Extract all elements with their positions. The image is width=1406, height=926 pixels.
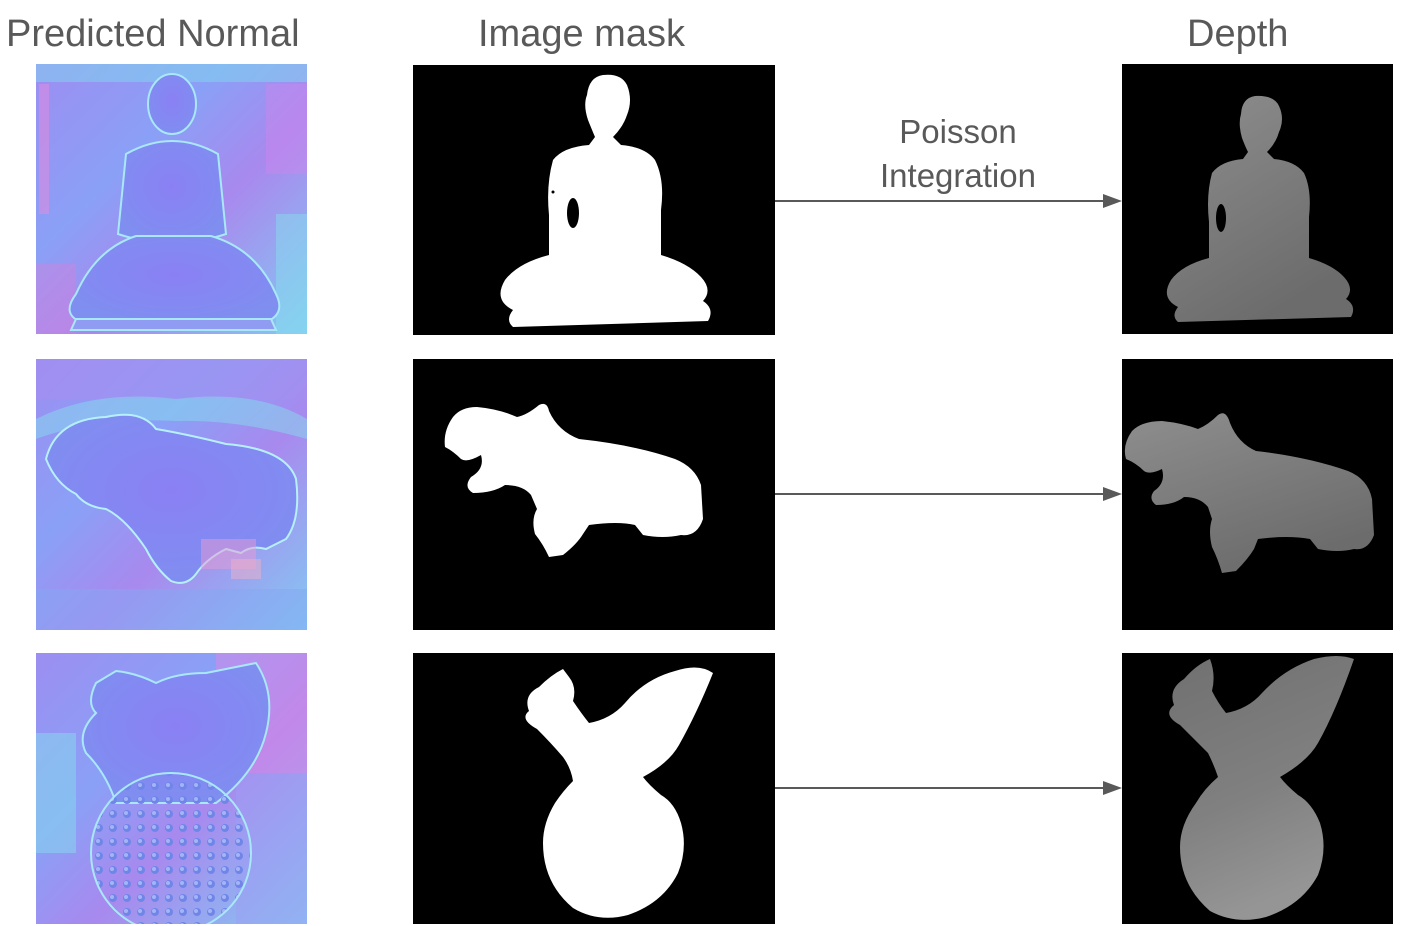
mask-hippo <box>413 359 775 630</box>
normal-map-hippo <box>36 359 307 630</box>
arrow-label-integration: Integration <box>880 157 1036 194</box>
depth-squirrel <box>1122 653 1393 924</box>
depth-statue <box>1122 64 1393 334</box>
image-mask-header: Image mask <box>478 13 685 55</box>
mask-squirrel <box>413 653 775 924</box>
mask-statue <box>413 65 775 335</box>
normal-map-squirrel <box>36 653 307 924</box>
arrow-label-poisson: Poisson <box>899 113 1017 150</box>
predicted-normal-header: Predicted Normal <box>6 13 300 55</box>
depth-hippo <box>1122 359 1393 630</box>
arrow-0 <box>775 194 1122 208</box>
depth-header: Depth <box>1187 13 1289 55</box>
normal-map-statue <box>36 64 307 334</box>
arrow-1 <box>775 487 1122 501</box>
arrow-2 <box>775 781 1122 795</box>
